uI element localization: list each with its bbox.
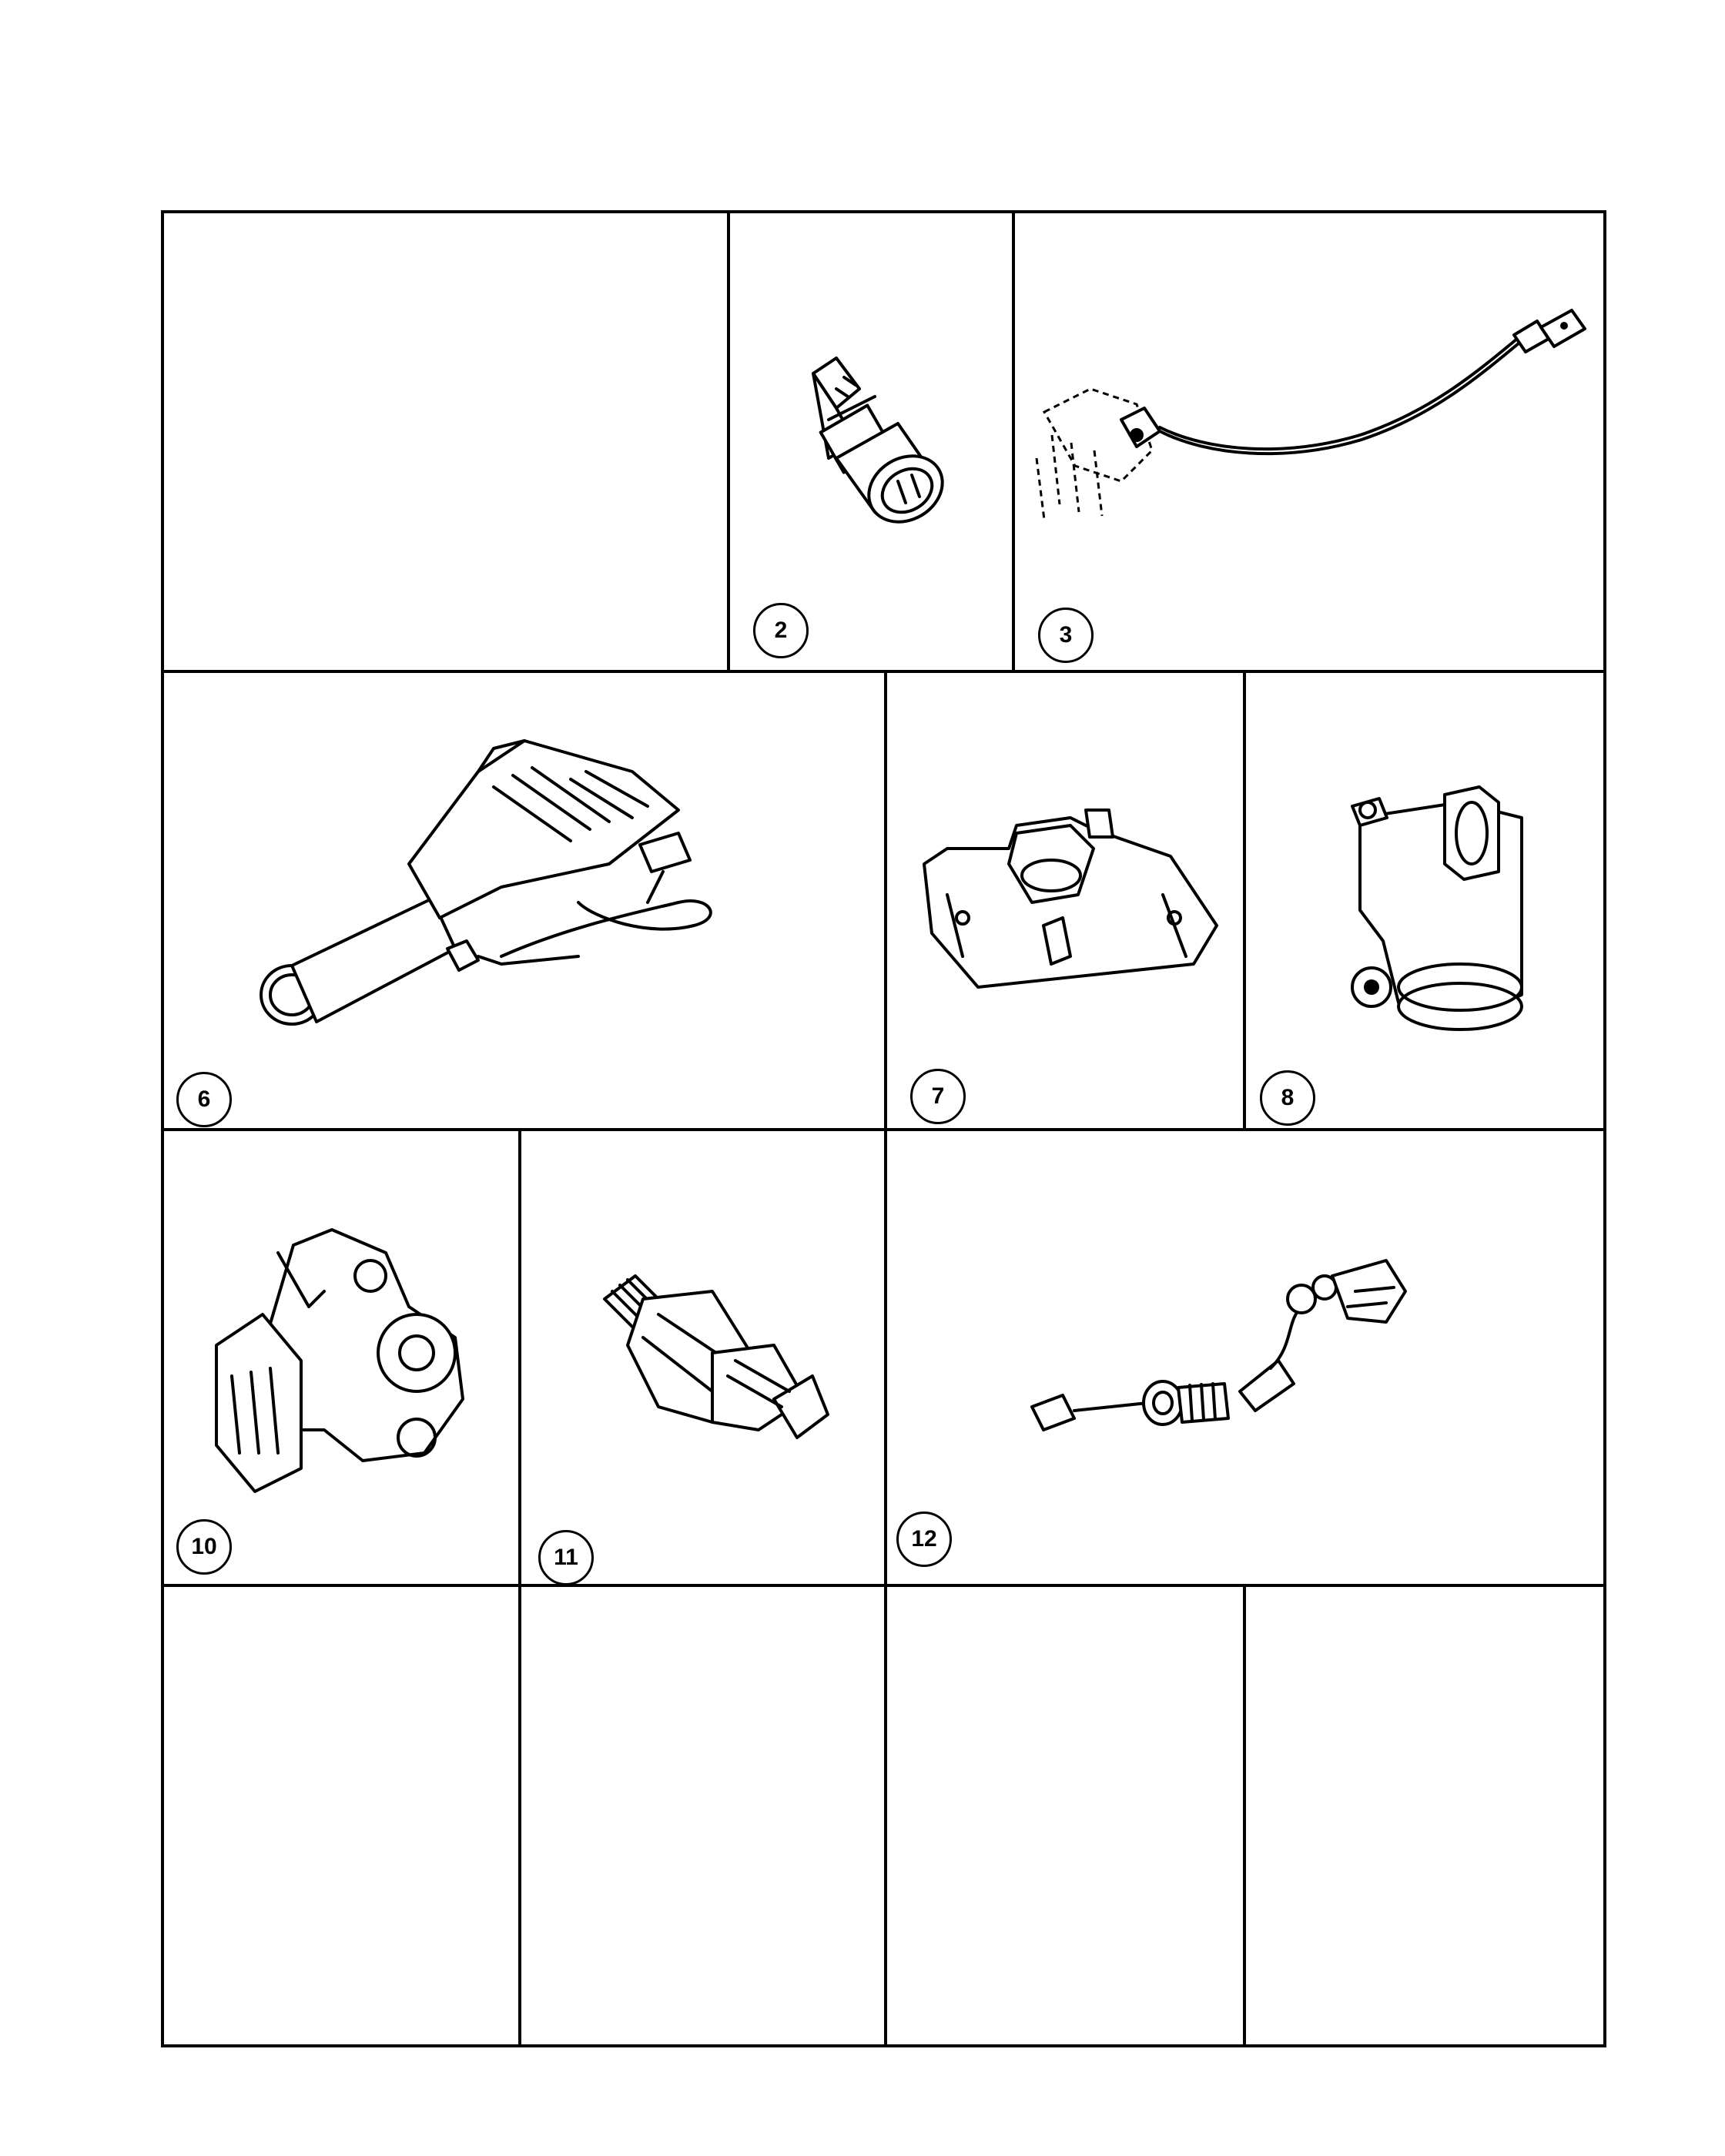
cell-part-8: 8 — [1244, 671, 1605, 1130]
map-sensor-illustration — [923, 808, 1218, 989]
callout-6: 6 — [176, 1072, 232, 1127]
throttle-position-sensor-illustration — [215, 1228, 464, 1493]
cell-part-2: 2 — [729, 212, 1013, 671]
callout-3: 3 — [1038, 608, 1094, 663]
coolant-temperature-sensor-illustration — [812, 357, 944, 524]
cell-part-11: 11 — [520, 1130, 886, 1585]
empty-cell-bottom-1 — [162, 1585, 520, 2046]
cell-part-12: 12 — [886, 1130, 1605, 1585]
empty-cell-bottom-3 — [886, 1585, 1244, 2046]
callout-7: 7 — [910, 1069, 966, 1124]
sensor-harness-assembly-illustration — [1030, 1259, 1407, 1431]
empty-cell-bottom-2 — [520, 1585, 886, 2046]
empty-cell-1 — [162, 212, 729, 671]
air-intake-with-temperature-sensor-illustration — [260, 739, 712, 1026]
callout-11: 11 — [538, 1530, 594, 1585]
callout-2: 2 — [753, 603, 809, 658]
empty-cell-bottom-4 — [1244, 1585, 1605, 2046]
cell-part-3: 3 — [1013, 212, 1605, 671]
sensor-with-wire-lead-illustration — [1035, 309, 1586, 521]
callout-8: 8 — [1260, 1070, 1315, 1126]
callout-12: 12 — [896, 1512, 952, 1567]
oil-pressure-switch-illustration — [603, 1274, 829, 1439]
cell-part-10: 10 — [162, 1130, 520, 1585]
cell-part-6: 6 — [162, 671, 886, 1130]
idle-air-control-actuator-illustration — [1351, 785, 1523, 1031]
callout-10: 10 — [176, 1519, 232, 1575]
cell-part-7: 7 — [886, 671, 1244, 1130]
